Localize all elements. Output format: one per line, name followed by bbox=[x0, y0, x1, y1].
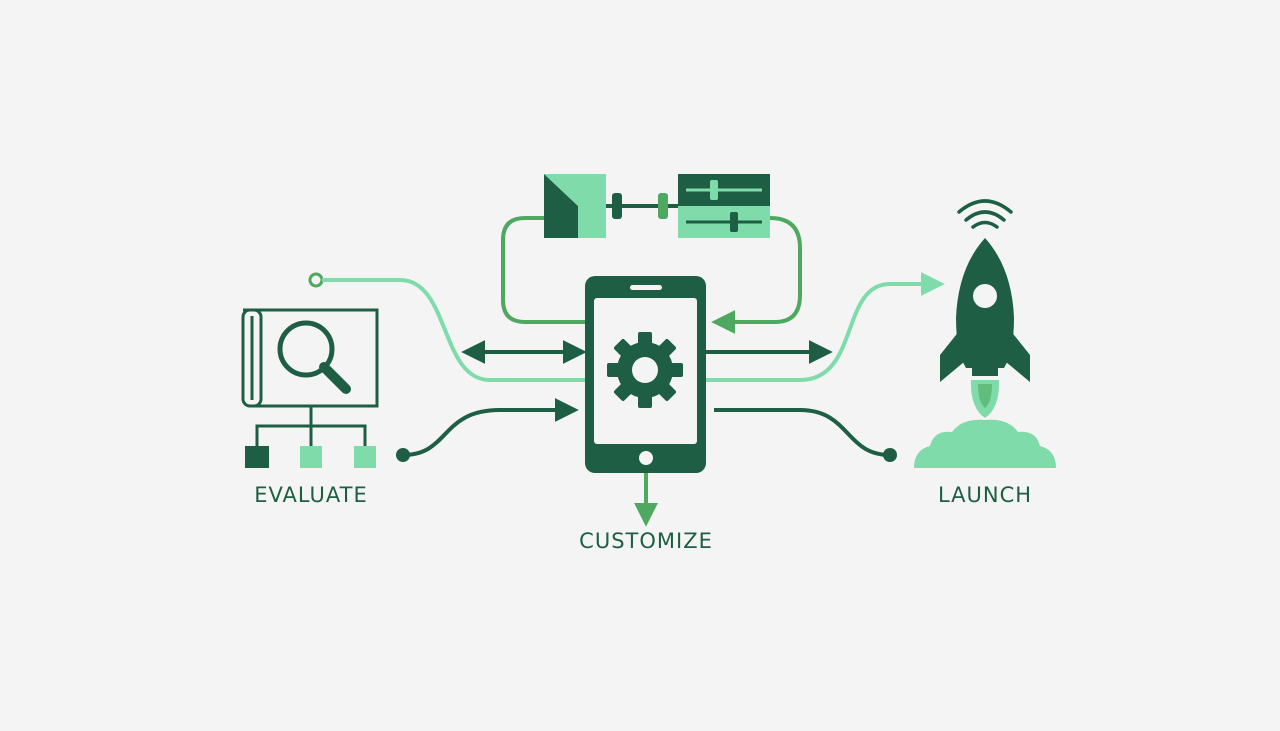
stage-label-customize: CUSTOMIZE bbox=[579, 529, 713, 553]
hierarchy-icon bbox=[245, 406, 376, 468]
connector-top-loop-left bbox=[501, 216, 585, 324]
connector-top-loop-right bbox=[711, 216, 802, 334]
phone-gear-icon bbox=[585, 276, 706, 473]
connector-evaluate-dark bbox=[396, 398, 579, 462]
gear-icon bbox=[607, 332, 683, 408]
stage-label-evaluate: EVALUATE bbox=[254, 483, 368, 507]
wifi-signal-icon bbox=[957, 199, 1013, 229]
magnifier-icon bbox=[277, 320, 351, 394]
connector-evaluate-light bbox=[308, 272, 585, 382]
rocket-icon bbox=[914, 238, 1056, 468]
stage-label-launch: LAUNCH bbox=[937, 483, 1033, 507]
magnifier-chart-icon bbox=[241, 308, 379, 408]
connector-launch-dark bbox=[714, 408, 897, 462]
connector-launch-light bbox=[706, 272, 945, 382]
sliders-panel-icon bbox=[678, 174, 770, 238]
module-block-icon bbox=[544, 174, 678, 238]
